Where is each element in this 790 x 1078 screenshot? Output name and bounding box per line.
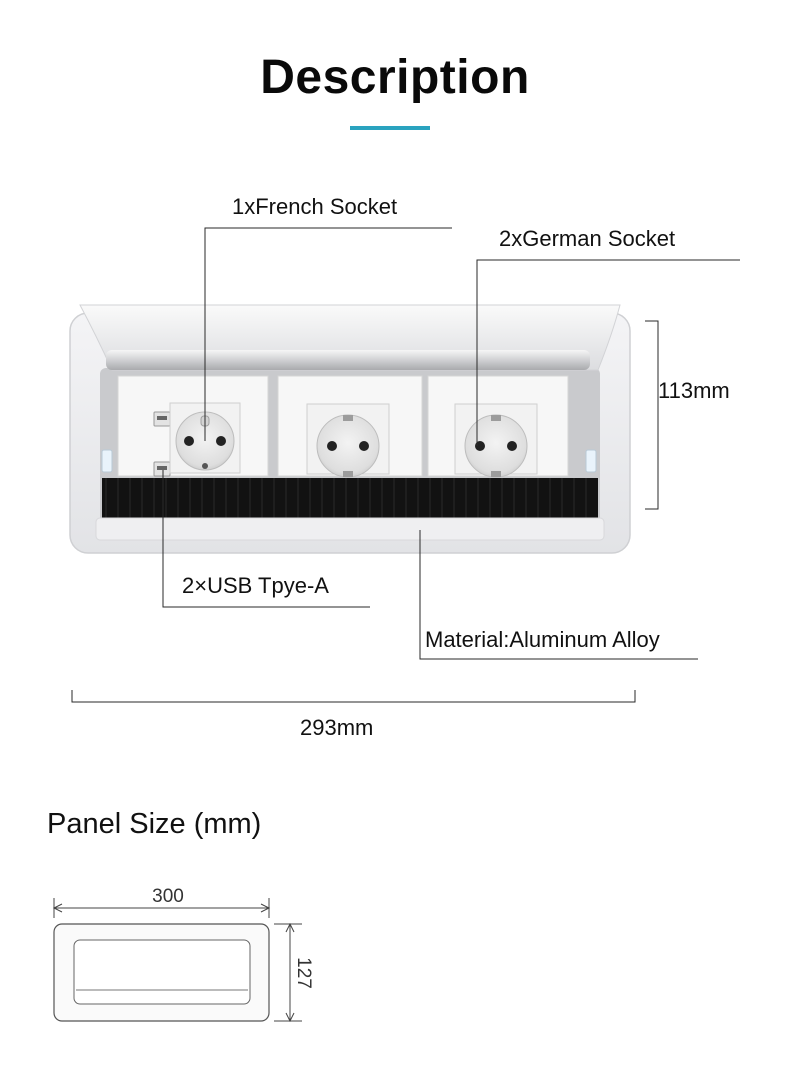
german-socket-outlet-2 xyxy=(454,403,538,478)
brush-texture xyxy=(105,478,587,518)
width-dimension-label: 293mm xyxy=(300,715,374,740)
callout-line-material xyxy=(419,530,698,660)
title-accent-bar xyxy=(350,126,430,130)
material-label: Material:Aluminum Alloy xyxy=(425,627,660,652)
callout-line-french xyxy=(204,227,452,441)
hinge-bar xyxy=(106,350,590,370)
height-dimension-bracket xyxy=(645,320,659,510)
panel-width-value: 300 xyxy=(152,886,184,907)
panel-size-title: Panel Size (mm) xyxy=(47,808,262,840)
width-dimension-bracket xyxy=(71,690,636,703)
panel-size-diagram: 300 127 xyxy=(52,886,314,1023)
height-dimension-label: 113mm xyxy=(658,378,730,403)
german-socket-label: 2xGerman Socket xyxy=(499,226,676,251)
brush-strip xyxy=(102,478,598,518)
callout-lines xyxy=(162,227,740,660)
french-socket-label: 1xFrench Socket xyxy=(232,194,398,219)
callout-line-german xyxy=(476,259,740,446)
german-socket-outlet-1 xyxy=(306,403,390,478)
product-illustration xyxy=(69,227,740,703)
side-clip-right xyxy=(585,449,597,473)
front-lip xyxy=(95,517,605,541)
side-clip-left xyxy=(101,449,113,473)
panel-height-value: 127 xyxy=(293,957,314,989)
page-title: Description xyxy=(260,51,530,104)
callout-line-usb xyxy=(162,470,370,608)
panel-inner-opening xyxy=(73,939,251,1005)
usb-label: 2×USB Tpye-A xyxy=(182,573,329,598)
